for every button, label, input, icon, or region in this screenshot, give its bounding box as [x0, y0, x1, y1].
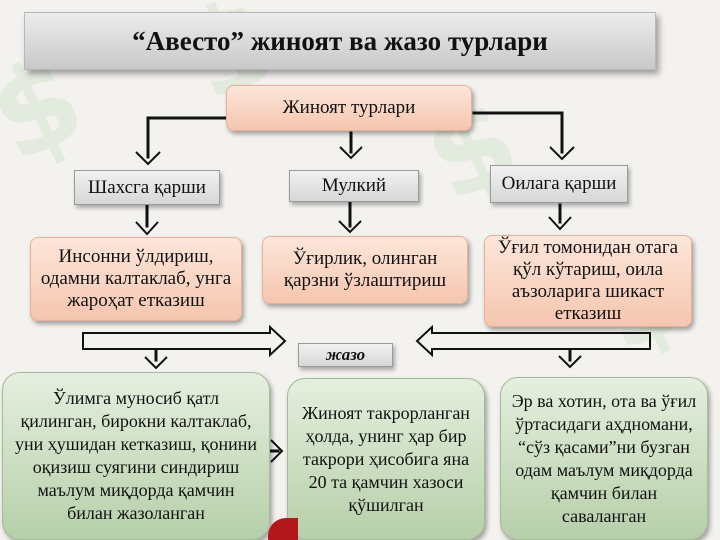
- chevron-down-icon: [135, 151, 161, 166]
- punishment-band: [82, 324, 651, 358]
- band-arrow-right: [82, 324, 287, 358]
- category-label: Оилага қарши: [501, 173, 617, 194]
- chevron-down-icon: [338, 220, 362, 234]
- description-personal: Инсонни ўлдириш, одамни калтаклаб, унга …: [30, 237, 242, 321]
- root-label: Жиноят турлари: [282, 97, 416, 118]
- punishment-family: Эр ва хотин, ота ва ўғил ўртасидаги аҳдн…: [500, 377, 708, 540]
- chevron-right-icon: [270, 439, 284, 463]
- chevron-down-icon: [144, 356, 168, 370]
- chevron-down-icon: [558, 355, 582, 369]
- connector-root-right: [472, 111, 564, 154]
- punishment-text: Жиноят такрорланган ҳолда, унинг ҳар бир…: [302, 402, 470, 515]
- punishment-property: Жиноят такрорланган ҳолда, унинг ҳар бир…: [287, 378, 485, 540]
- band-arrow-left: [415, 324, 651, 358]
- category-label: Шахсга қарши: [88, 176, 206, 198]
- description-text: Инсонни ўлдириш, одамни калтаклаб, унга …: [40, 246, 232, 311]
- category-family: Оилага қарши: [490, 165, 628, 203]
- description-property: Ўғирлик, олинган қарзни ўзлаштириш: [262, 236, 468, 304]
- category-property: Мулкий: [289, 170, 419, 202]
- punishment-label: жазо: [325, 345, 366, 364]
- category-label: Мулкий: [321, 175, 387, 196]
- root-node: Жиноят турлари: [226, 85, 472, 131]
- connector-root-left: [146, 116, 229, 159]
- chevron-down-icon: [135, 221, 159, 236]
- description-text: Ўғил томонидан отага қўл кўтариш, оила а…: [497, 237, 679, 324]
- page-title: “Авесто” жиноят ва жазо турлари: [132, 25, 548, 56]
- chevron-down-icon: [548, 216, 572, 231]
- decorative-corner: [268, 518, 298, 540]
- description-family: Ўғил томонидан отага қўл кўтариш, оила а…: [484, 235, 692, 327]
- description-text: Ўғирлик, олинган қарзни ўзлаштириш: [283, 248, 447, 291]
- category-personal: Шахсга қарши: [74, 170, 220, 205]
- punishment-text: Ўлимга муносиб қатл қилинган, бирокни ка…: [14, 388, 258, 523]
- chevron-down-icon: [549, 146, 575, 161]
- punishment-label-box: жазо: [298, 343, 393, 367]
- title-banner: “Авесто” жиноят ва жазо турлари: [24, 12, 656, 70]
- chevron-down-icon: [339, 146, 363, 160]
- punishment-personal: Ўлимга муносиб қатл қилинган, бирокни ка…: [2, 372, 270, 540]
- punishment-text: Эр ва хотин, ота ва ўғил ўртасидаги аҳдн…: [511, 390, 697, 526]
